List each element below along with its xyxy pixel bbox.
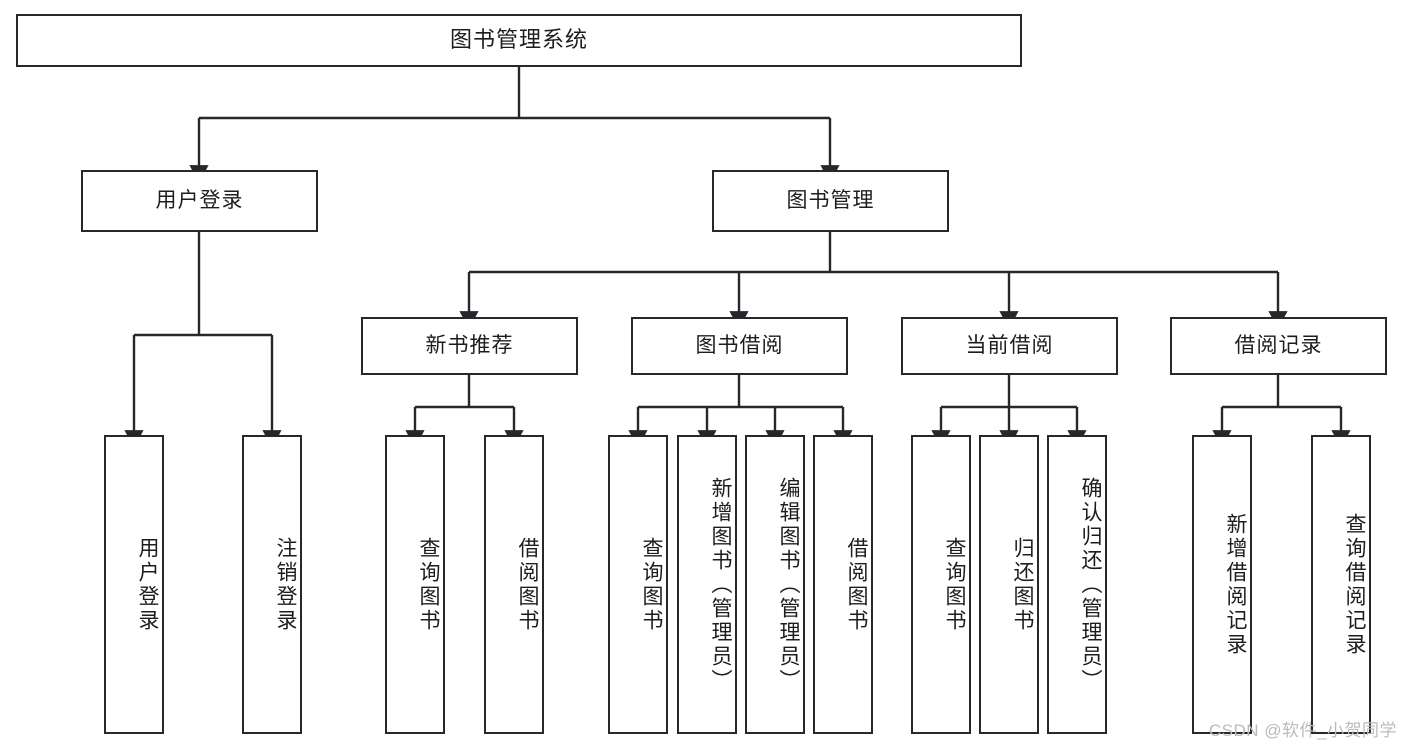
node-leaf-query-book-2[interactable]: 查询图书 [608, 435, 668, 734]
node-leaf-borrow-book-2-label: 借阅图书 [845, 536, 868, 633]
node-leaf-query-borrow-record[interactable]: 查询借阅记录 [1311, 435, 1371, 734]
node-leaf-confirm-return-label: 确认归还（管理员） [1079, 476, 1102, 693]
node-leaf-user-login[interactable]: 用户登录 [104, 435, 164, 734]
node-borrow-record-label: 借阅记录 [1234, 334, 1323, 358]
node-leaf-borrow-book-1-label: 借阅图书 [516, 536, 539, 633]
node-leaf-logout-login-label: 注销登录 [274, 536, 297, 633]
node-leaf-query-book-1-label: 查询图书 [417, 536, 440, 633]
node-root[interactable]: 图书管理系统 [16, 14, 1022, 67]
node-book-management[interactable]: 图书管理 [712, 170, 949, 232]
node-leaf-user-login-label: 用户登录 [136, 536, 159, 633]
node-user-login-label: 用户登录 [155, 189, 244, 213]
node-leaf-query-book-3[interactable]: 查询图书 [911, 435, 971, 734]
node-book-borrow[interactable]: 图书借阅 [631, 317, 848, 375]
node-leaf-add-book[interactable]: 新增图书（管理员） [677, 435, 737, 734]
node-current-borrow-label: 当前借阅 [965, 334, 1054, 358]
node-leaf-borrow-book-2[interactable]: 借阅图书 [813, 435, 873, 734]
node-current-borrow[interactable]: 当前借阅 [901, 317, 1118, 375]
node-leaf-query-book-1[interactable]: 查询图书 [385, 435, 445, 734]
node-leaf-edit-book[interactable]: 编辑图书（管理员） [745, 435, 805, 734]
node-leaf-return-book[interactable]: 归还图书 [979, 435, 1039, 734]
node-leaf-query-borrow-record-label: 查询借阅记录 [1343, 512, 1366, 657]
node-leaf-query-book-3-label: 查询图书 [943, 536, 966, 633]
node-book-borrow-label: 图书借阅 [695, 334, 784, 358]
node-leaf-query-book-2-label: 查询图书 [640, 536, 663, 633]
node-leaf-borrow-book-1[interactable]: 借阅图书 [484, 435, 544, 734]
watermark: CSDN @软件_小贺同学 [1208, 721, 1397, 740]
node-leaf-edit-book-label: 编辑图书（管理员） [777, 476, 800, 693]
node-leaf-add-book-label: 新增图书（管理员） [709, 476, 732, 693]
node-new-book-recommend-label: 新书推荐 [425, 334, 514, 358]
node-leaf-return-book-label: 归还图书 [1011, 536, 1034, 633]
node-book-management-label: 图书管理 [786, 189, 875, 213]
node-borrow-record[interactable]: 借阅记录 [1170, 317, 1387, 375]
node-root-label: 图书管理系统 [449, 27, 588, 53]
node-leaf-add-borrow-record[interactable]: 新增借阅记录 [1192, 435, 1252, 734]
node-leaf-confirm-return[interactable]: 确认归还（管理员） [1047, 435, 1107, 734]
node-new-book-recommend[interactable]: 新书推荐 [361, 317, 578, 375]
node-leaf-add-borrow-record-label: 新增借阅记录 [1224, 512, 1247, 657]
node-user-login[interactable]: 用户登录 [81, 170, 318, 232]
node-leaf-logout-login[interactable]: 注销登录 [242, 435, 302, 734]
